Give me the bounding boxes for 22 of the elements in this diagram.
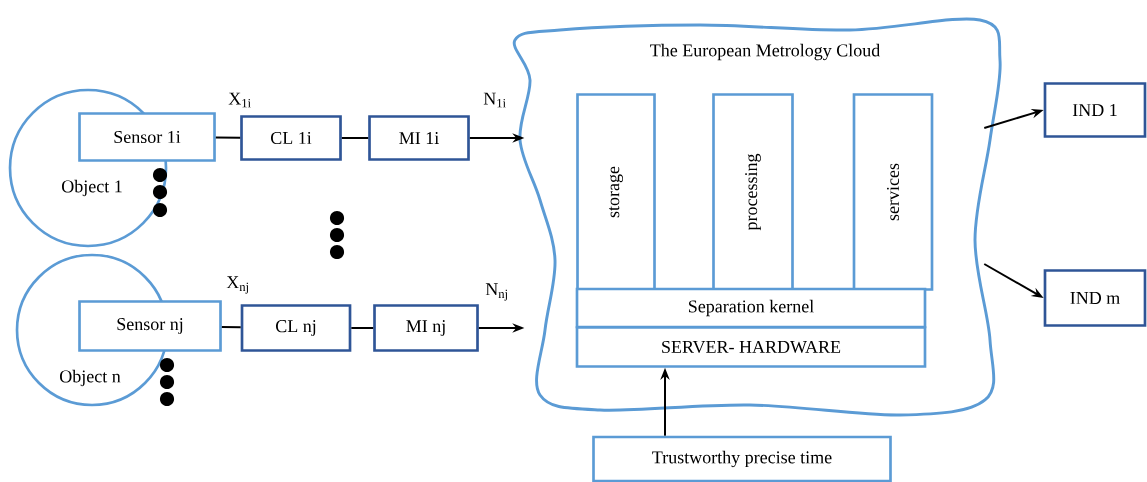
connector-line [220,326,242,329]
output-box: IND 1 [1043,82,1147,138]
connector-line [340,137,370,139]
edge-label: X$_{nj}$ [226,276,248,294]
sensor-box: Sensor nj [78,300,222,352]
connector-line [350,327,375,329]
process-box: MI nj [373,304,479,352]
output-box: IND m [1043,269,1147,327]
column-box: storage [576,93,656,291]
edge-label: N$_{nj}$ [485,283,507,301]
column-box: processing [712,93,794,291]
edge-label: X$_{1i}$ [228,92,251,108]
sensor-box: Sensor 1i [78,112,216,162]
layer-box: SERVER- HARDWARE [575,326,927,368]
process-box: MI 1i [368,115,470,161]
edge-label: N$_{1i}$ [483,92,506,108]
column-box: services [852,93,934,291]
process-box: CL nj [240,304,352,352]
process-box: CL 1i [240,115,342,161]
connector-line [214,136,242,139]
input-box: Trustworthy precise time [592,435,892,482]
layer-box: Separation kernel [575,287,927,329]
